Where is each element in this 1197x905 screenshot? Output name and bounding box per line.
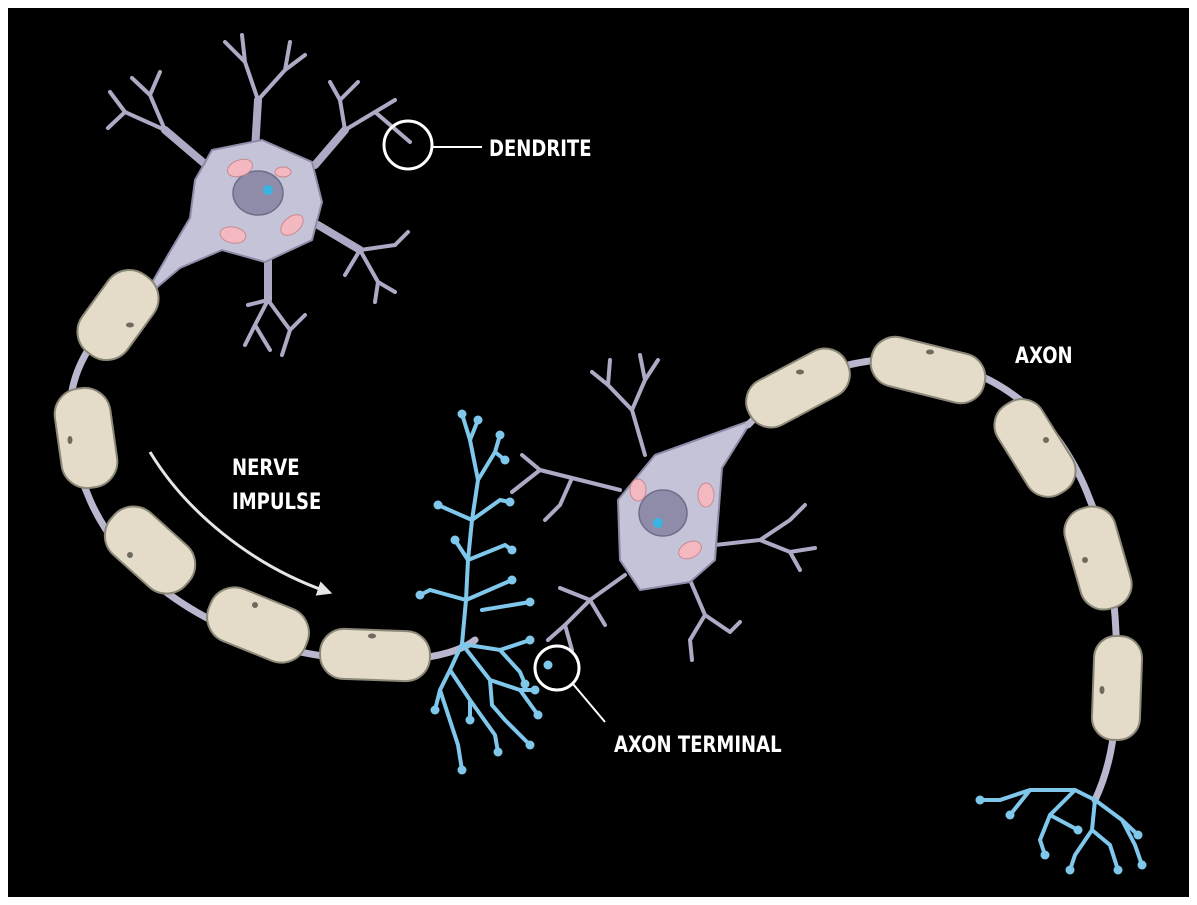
dendrite-label: DENDRITE — [489, 135, 592, 161]
neuron-2-axon-terminal — [980, 790, 1142, 870]
myelin-sheath — [199, 580, 316, 671]
neuron-1 — [51, 35, 552, 775]
neuron-2-terminal-boutons — [976, 796, 1147, 875]
neuron-2-axon — [748, 359, 1117, 800]
myelin-sheath — [738, 340, 859, 436]
nerve-impulse-label-line2: IMPULSE — [232, 488, 321, 514]
myelin-sheath — [866, 332, 991, 409]
neuron-1-axon-terminal — [420, 414, 538, 770]
neuron-diagram: DENDRITE AXON NERVE IMPULSE AXON TERMINA… — [8, 8, 1189, 897]
myelin-sheath — [1091, 635, 1143, 741]
neuron-1-nucleolus — [263, 185, 273, 195]
myelin-sheath — [985, 390, 1084, 506]
neuron-2-nucleus — [639, 490, 687, 536]
neuron-2 — [512, 332, 1147, 875]
myelin-sheath — [94, 496, 206, 605]
diagram-frame: DENDRITE AXON NERVE IMPULSE AXON TERMINA… — [8, 8, 1189, 897]
neuron-2-organelle — [698, 483, 714, 507]
axon-terminal-leader-line — [573, 684, 605, 722]
axon-terminal-callout — [535, 646, 605, 722]
axon-terminal-label: AXON TERMINAL — [614, 731, 782, 757]
neuron-2-nucleolus — [653, 518, 663, 528]
myelin-sheath — [1059, 501, 1138, 615]
axon-label: AXON — [1015, 342, 1073, 368]
neuron-1-nucleus — [233, 171, 283, 215]
neuron-1-organelle — [275, 167, 291, 177]
axon-terminal-highlight-circle — [535, 646, 579, 690]
dendrite-highlight-circle — [384, 121, 432, 169]
neuron-2-organelle — [630, 479, 646, 501]
dendrite-callout — [384, 121, 482, 169]
myelin-sheath — [51, 385, 120, 492]
neuron-2-myelin-sheaths — [738, 332, 1143, 741]
nerve-impulse-label-line1: NERVE — [232, 454, 300, 480]
